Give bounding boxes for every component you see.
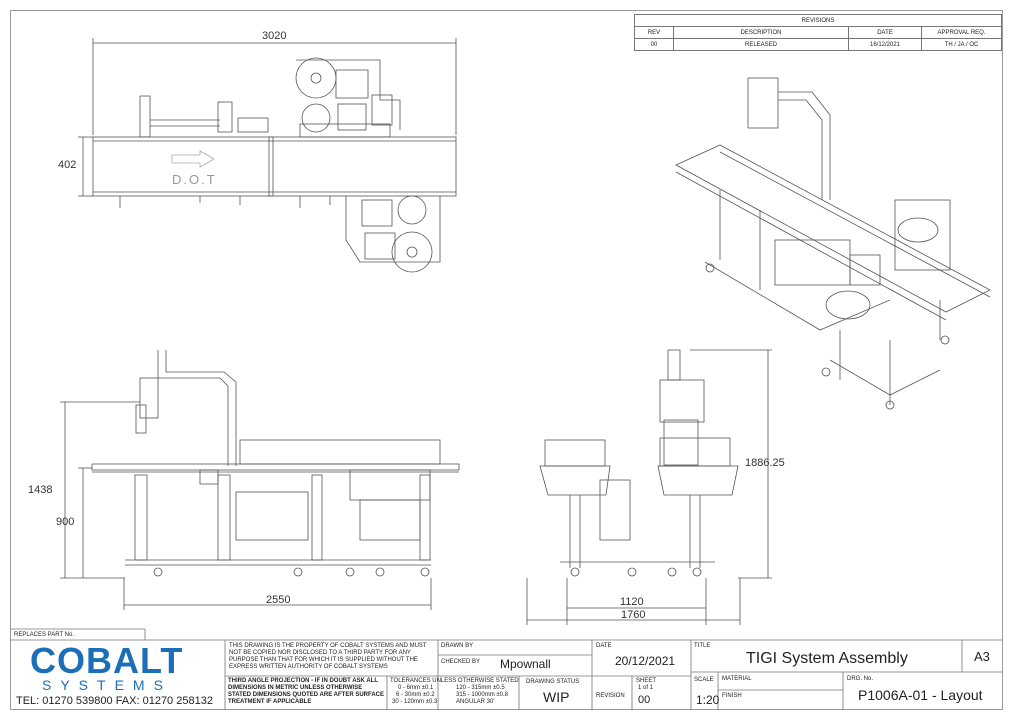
drg-no-label: DRG. No. [847,676,874,682]
finish-label: FINISH [722,693,742,699]
sheet-value: 1 of 1 [638,685,654,691]
end-view [526,349,772,625]
sheet-size: A3 [974,649,990,664]
plan-view [78,38,457,273]
rev-cell: 00 [634,38,674,51]
revision-row: 00 RELEASED 16/12/2021 TH / JA / OC [634,38,1002,51]
dim-end-inner-width: 1120 [620,596,644,608]
drawing-status-value: WIP [543,689,570,705]
title-block-grid [10,628,1003,710]
checked-by-value: Mpownall [500,657,551,671]
company-logo: COBALT [30,640,184,681]
dim-side-length: 2550 [266,594,291,606]
isometric-view [675,77,991,410]
dim-top-length: 3020 [262,30,287,42]
dim-table-height: 900 [56,516,75,528]
drawing-status-label: DRAWING STATUS [526,679,580,685]
material-label: MATERIAL [722,676,752,682]
replaces-part-label: REPLACES PART No. [14,632,75,638]
dim-end-height: 1886.25 [745,457,785,469]
company-contact: TEL: 01270 539800 FAX: 01270 258132 [16,695,213,707]
drawing-border [10,10,1003,710]
projection-note: THIRD ANGLE PROJECTION - IF IN DOUBT ASK… [228,678,385,705]
scale-value: 1:20 [696,693,720,707]
sheet-label: SHEET [636,678,657,684]
company-logo-sub: SYSTEMS [42,677,172,693]
tolerance-3: 30 - 120mm ±0.3 [392,699,438,705]
revision-label: REVISION [596,693,625,699]
tolerance-1: 0 - 6mm ±0.1 [398,685,434,691]
drawing-title: TIGI System Assembly [746,650,908,667]
checked-by-label: CHECKED BY [441,659,481,665]
revisions-table: REVISIONS REV DESCRIPTION DATE APPROVAL … [634,14,1002,51]
scale-label: SCALE [694,677,714,683]
revision-value: 00 [638,694,651,706]
tolerance-4: 120 - 315mm ±0.5 [456,685,505,691]
dim-top-width: 402 [58,159,77,171]
side-view [60,350,460,610]
rev-cell: TH / JA / OC [921,38,1002,51]
tolerance-6: ANGULAR 30' [456,699,495,705]
tolerance-5: 315 - 1000mm ±0.8 [456,692,508,698]
drawing-number: P1006A-01 - Layout [858,687,983,703]
direction-of-travel-label: D.O.T [172,172,217,187]
date-label: DATE [596,643,612,649]
drawn-by-label: DRAWN BY [441,643,474,649]
dim-end-outer-width: 1760 [621,609,646,621]
property-note: THIS DRAWING IS THE PROPERTY OF COBALT S… [229,643,427,670]
dim-side-height: 1438 [28,484,53,496]
title-label: TITLE [694,643,711,649]
date-value: 20/12/2021 [615,654,676,668]
tolerance-2: 6 - 30mm ±0.2 [396,692,435,698]
tolerances-title: TOLERANCES UNLESS OTHERWISE STATED [390,678,519,684]
